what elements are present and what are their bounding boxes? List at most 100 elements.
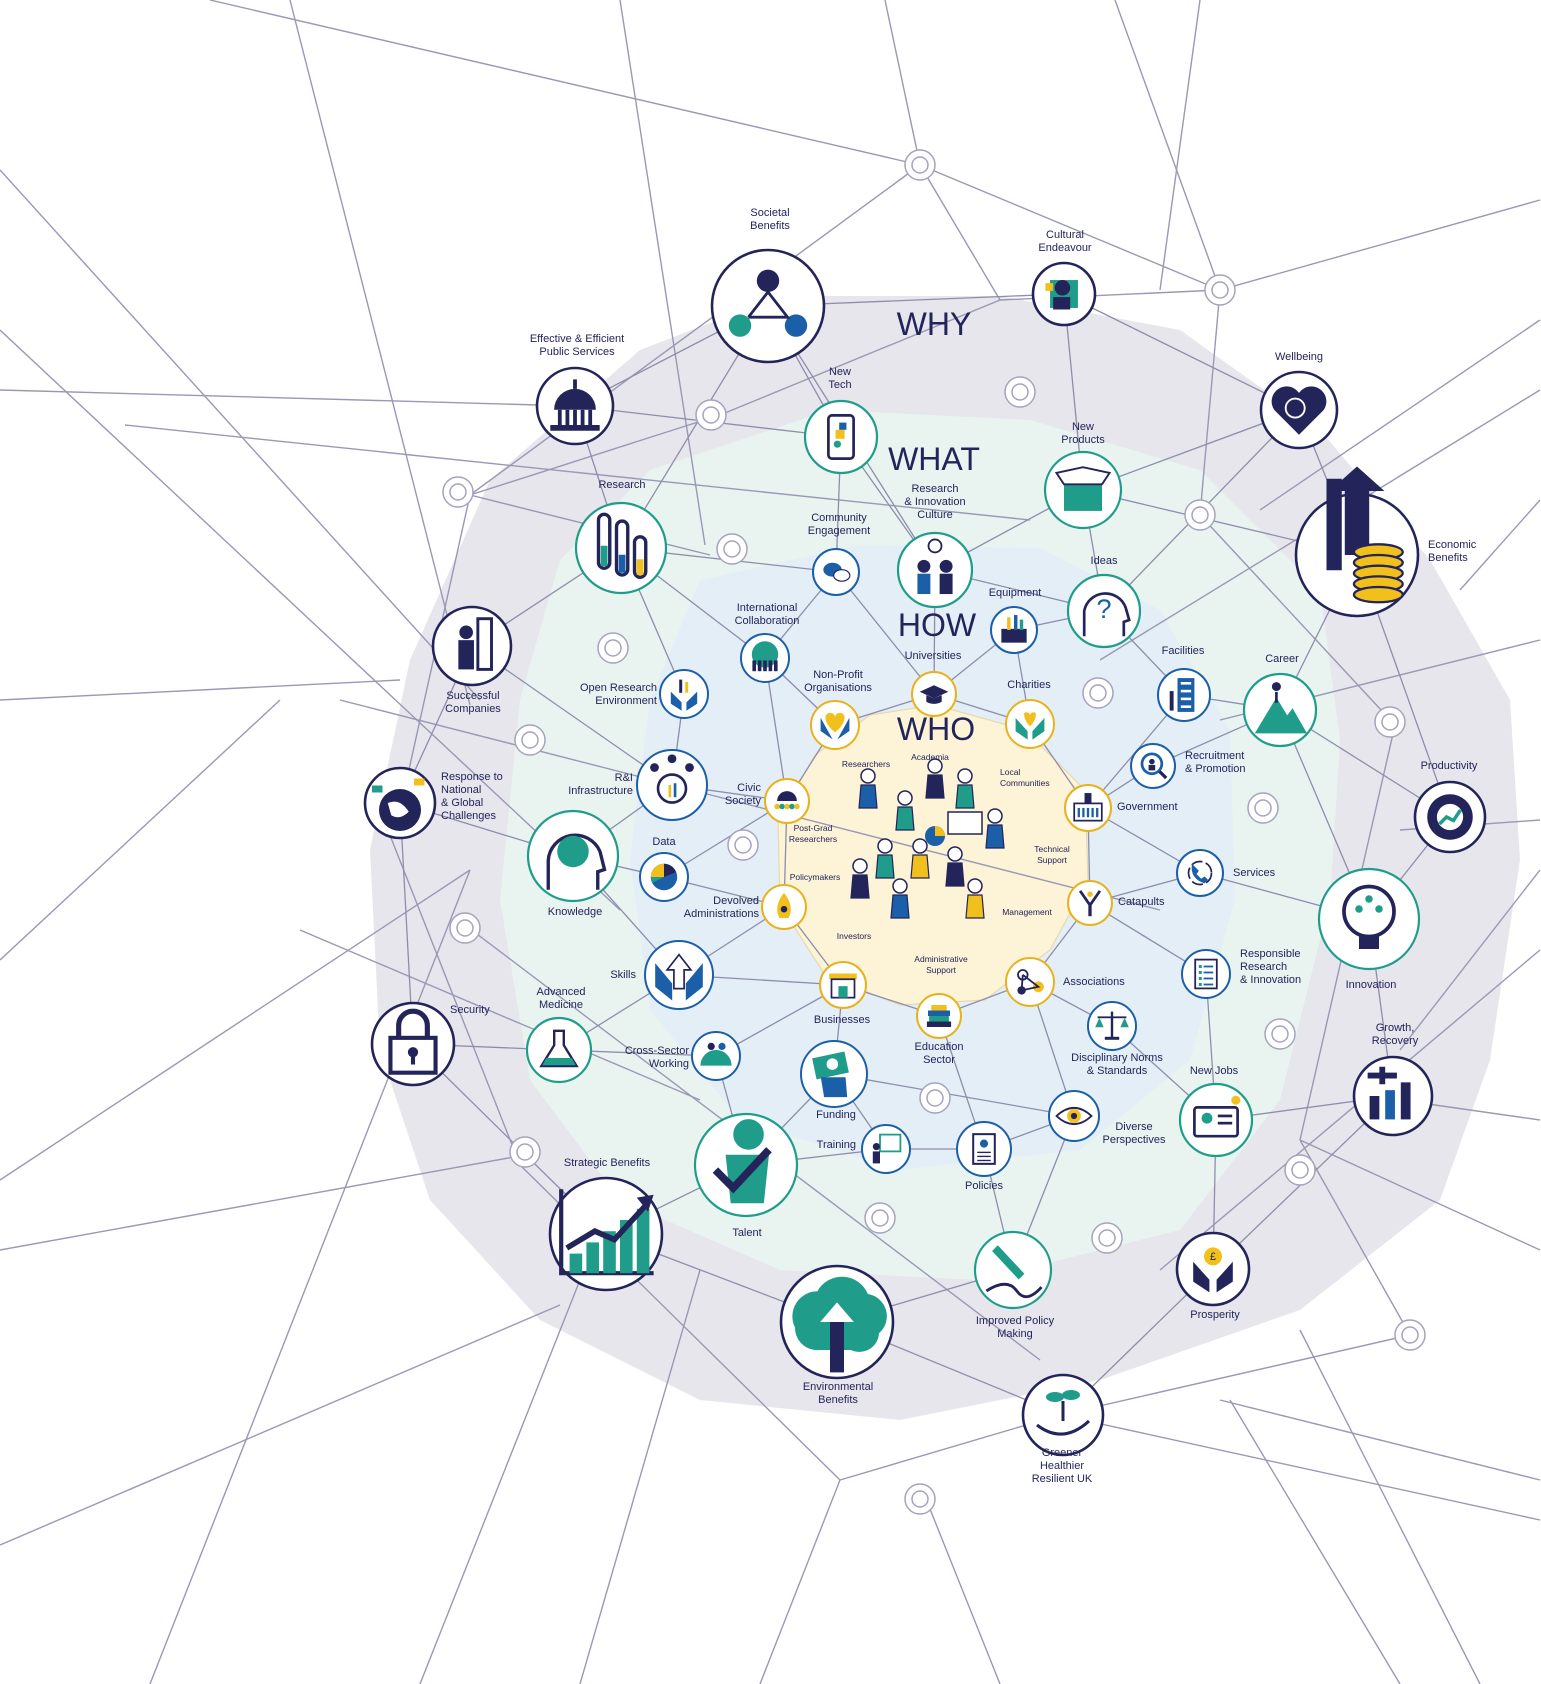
research-label: Research [598, 479, 645, 491]
teacher-board-icon [872, 1133, 902, 1164]
junction-node [1264, 1018, 1296, 1050]
building-tools-icon [1169, 678, 1195, 712]
hands-heart-open-icon [1015, 712, 1045, 740]
person-figure [965, 894, 985, 919]
center-label-local-communities: Local [1000, 767, 1020, 777]
greener-healthier-uk-label: Resilient UK [1032, 1473, 1093, 1485]
network-line [0, 869, 471, 1181]
hands-arrow-icon [655, 953, 703, 1001]
what-heading: WHAT [888, 441, 980, 477]
magnifier-person-icon [1140, 752, 1168, 780]
network-line [0, 169, 481, 701]
center-label-technical-support: Technical [1034, 844, 1070, 854]
person-figure [860, 768, 876, 784]
who-illustration [850, 758, 1005, 919]
ring-headings: WHY WHAT HOW WHO [888, 306, 980, 747]
growth-recovery-label: Growth, [1376, 1022, 1415, 1034]
research-innovation-culture-label: Research [911, 483, 958, 495]
government-building-icon [550, 379, 600, 431]
junction-node [1004, 376, 1036, 408]
education-sector-label: Sector [923, 1054, 955, 1066]
growth-recovery-label: Recovery [1372, 1035, 1419, 1047]
node-ring [1181, 949, 1231, 999]
center-label-policymakers: Policymakers [790, 872, 841, 882]
charities-label: Charities [1007, 679, 1051, 691]
training-label: Training [817, 1139, 856, 1151]
node-recruitment-promotion: Recruitment& Promotion [1130, 743, 1246, 789]
network-line [0, 679, 401, 701]
center-label-technical-support: Support [1037, 855, 1067, 865]
node-new-jobs: New Jobs [1178, 1065, 1254, 1158]
person-figure [987, 808, 1003, 824]
head-brain-icon [546, 833, 607, 890]
town-hall-icon [1073, 793, 1103, 822]
societal-benefits-label: Benefits [750, 220, 790, 232]
person-figure [910, 854, 930, 879]
societal-benefits-label: Societal [750, 207, 789, 219]
network-line [289, 0, 471, 706]
scroll-icon [972, 1133, 996, 1165]
node-ring [710, 248, 826, 364]
head-question-icon: ? [1082, 592, 1131, 637]
speech-bubbles-icon [823, 562, 851, 582]
shopfront-icon [829, 973, 857, 999]
node-ring [861, 1124, 911, 1174]
node-catapults: Catapults [1067, 880, 1165, 926]
network-line [1059, 1414, 1541, 1521]
node-prosperity: £Prosperity [1175, 1231, 1251, 1321]
government-label: Government [1117, 801, 1178, 813]
international-collaboration-label: Collaboration [735, 615, 800, 627]
new-tech-label: New [829, 366, 851, 378]
checklist-icon [1194, 958, 1218, 990]
greener-healthier-uk-label: Greener [1042, 1447, 1083, 1459]
pie-chart-icon [650, 863, 678, 891]
person-figure [957, 768, 973, 784]
arrow-coins-icon [1326, 466, 1404, 604]
network-line [149, 869, 471, 1684]
non-profit-organisations-label: Non-Profit [813, 669, 863, 681]
scales-icon [1095, 1011, 1129, 1040]
hands-tubes-icon [670, 679, 698, 711]
hand-banknote-icon [812, 1051, 849, 1098]
network-line [1114, 0, 1221, 291]
svg-text:?: ? [1096, 594, 1111, 624]
center-label-post-grad-researchers: Post-Grad [794, 823, 833, 833]
node-associations: Associations [1005, 957, 1125, 1007]
greener-healthier-uk-label: Healthier [1040, 1460, 1084, 1472]
junction-node [716, 533, 748, 565]
devolved-administrations-label: Administrations [684, 908, 760, 920]
node-ring [525, 1016, 593, 1084]
center-label-administrative-support: Administrative [914, 954, 968, 964]
network-line [1299, 1139, 1411, 1336]
globe-people-icon [751, 641, 779, 672]
center-label-post-grad-researchers: Researchers [789, 834, 837, 844]
phone-cycle-icon [1187, 860, 1213, 886]
node-data: Data [639, 836, 689, 902]
center-label-management: Management [1002, 907, 1052, 917]
pie-slice [935, 826, 945, 836]
node-knowledge: Knowledge [526, 809, 620, 918]
hands-coin-icon: £ [1193, 1247, 1233, 1293]
fire-figure-icon [777, 892, 791, 918]
effective-public-services-label: Effective & Efficient [530, 333, 624, 345]
node-policies: Policies [956, 1121, 1012, 1192]
network-line [1159, 0, 1201, 291]
node-talent: Talent [693, 1112, 799, 1239]
node-innovation: Innovation [1317, 867, 1421, 991]
junction-node [1091, 1222, 1123, 1254]
network-line [419, 1279, 581, 1684]
services-label: Services [1233, 867, 1276, 879]
person-figure [985, 824, 1005, 849]
network-line [0, 1304, 561, 1546]
person-figure [967, 878, 983, 894]
